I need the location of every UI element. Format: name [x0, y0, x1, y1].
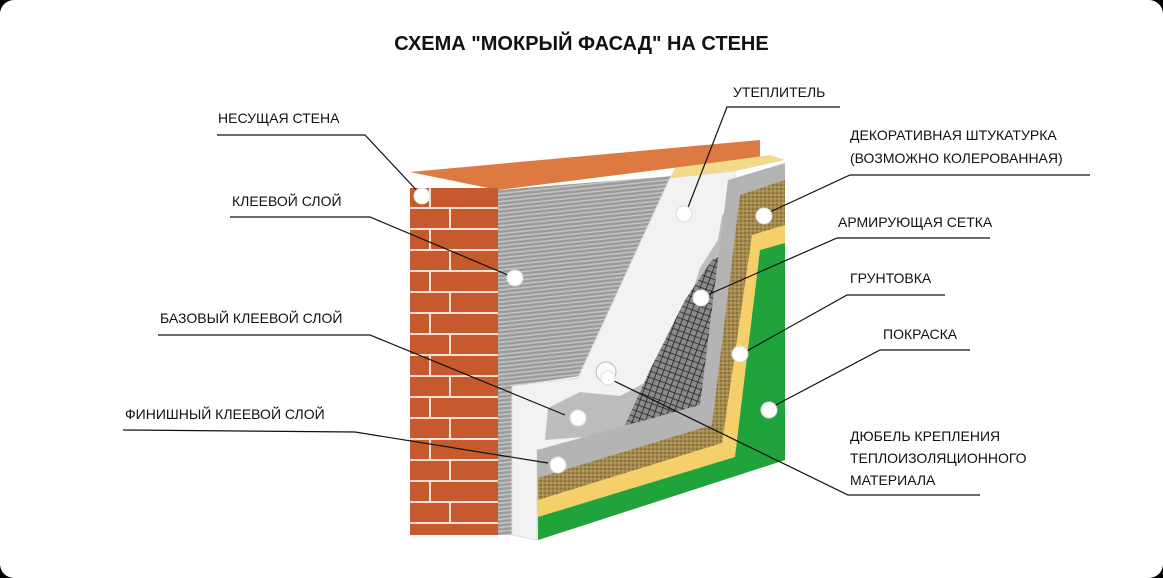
label-decorative-plaster-1: ДЕКОРАТИВНАЯ ШТУКАТУРКА: [850, 127, 1057, 143]
label-decorative-plaster-2: (ВОЗМОЖНО КОЛЕРОВАННАЯ): [850, 150, 1063, 166]
brick-front-face: [410, 187, 498, 535]
paint-layer: [538, 243, 785, 540]
label-load-bearing-wall: НЕСУЩАЯ СТЕНА: [218, 110, 340, 126]
label-paint: ПОКРАСКА: [883, 326, 958, 342]
brick-top-face: [410, 140, 760, 190]
insulation-top-edge: [670, 155, 785, 178]
label-primer: ГРУНТОВКА: [850, 270, 932, 286]
leader-lines: [122, 106, 1090, 496]
label-base-adhesive-layer: БАЗОВЫЙ КЛЕЕВОЙ СЛОЙ: [160, 310, 343, 326]
label-adhesive-layer: КЛЕЕВОЙ СЛОЙ: [232, 193, 342, 209]
label-insulation: УТЕПЛИТЕЛЬ: [733, 84, 826, 100]
marker-dots: [413, 187, 778, 474]
diagram-title: СХЕМА "МОКРЫЙ ФАСАД" НА СТЕНЕ: [394, 33, 769, 55]
label-dowel-1: ДЮБЕЛЬ КРЕПЛЕНИЯ: [850, 428, 1001, 444]
label-finish-adhesive-layer: ФИНИШНЫЙ КЛЕЕВОЙ СЛОЙ: [125, 406, 325, 422]
adhesive-layer: [498, 176, 672, 535]
label-dowel-2: ТЕПЛОИЗОЛЯЦИОННОГО: [850, 450, 1027, 466]
label-dowel-3: МАТЕРИАЛА: [850, 472, 936, 488]
label-reinforcing-mesh: АРМИРУЮЩАЯ СЕТКА: [838, 214, 993, 230]
